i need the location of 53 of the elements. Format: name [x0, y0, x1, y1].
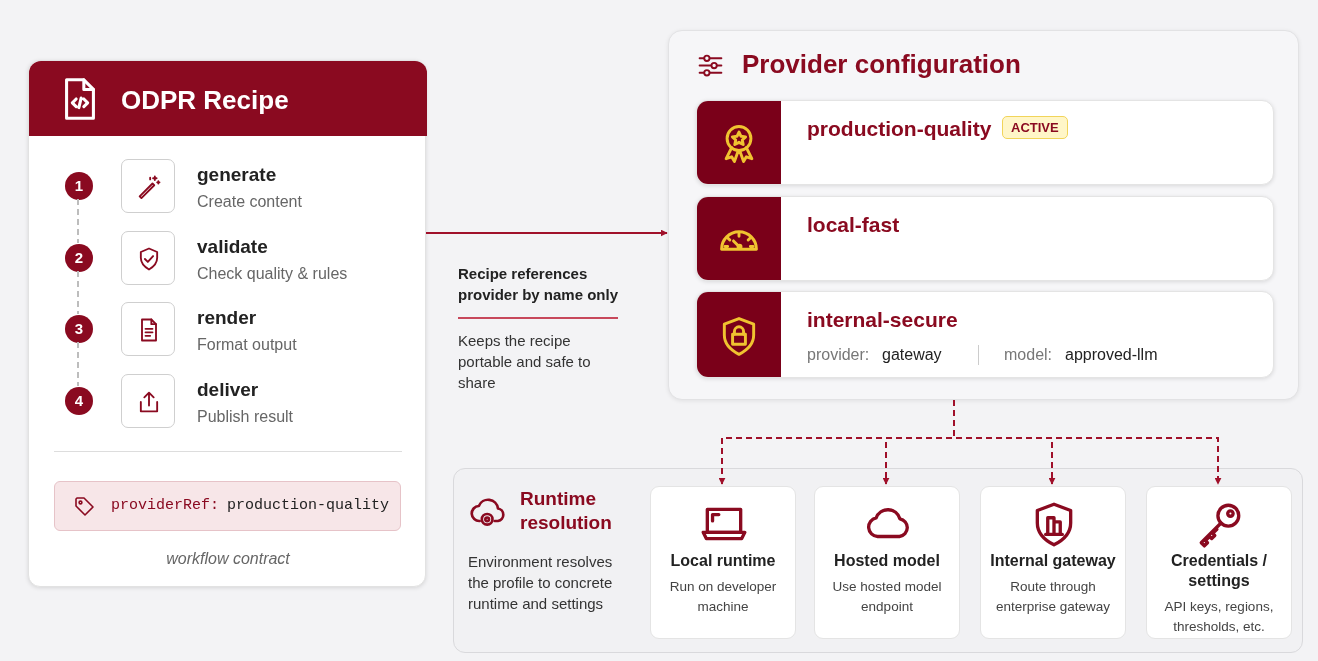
option-card [650, 486, 796, 639]
option-description: API keys, regions, thresholds, etc. [1163, 598, 1275, 636]
recipe-card [28, 60, 426, 587]
option-card [980, 486, 1126, 639]
option-title: Internal gateway [989, 551, 1117, 571]
field-value: approved-llm [1065, 346, 1158, 364]
option-title: Credentials / settings [1170, 551, 1268, 591]
step-number: 2 [65, 244, 93, 272]
profile-name: local-fast [807, 213, 900, 237]
panel-title: Provider configuration [742, 49, 1021, 80]
arrow [953, 399, 1222, 485]
option-title: Hosted model [833, 551, 941, 571]
option-card [1146, 486, 1292, 639]
step-title: validate [197, 236, 268, 258]
provider-card [696, 100, 1274, 185]
profile-name: internal-secure [807, 308, 958, 332]
step-title: generate [197, 164, 277, 186]
step-description: Check quality & rules [197, 265, 348, 283]
option-title: Local runtime [669, 551, 777, 571]
option-card [814, 486, 960, 639]
card-footer-text: workflow contract [165, 550, 291, 568]
field-label: provider: [807, 346, 870, 364]
option-description: Run on developer machine [668, 578, 778, 616]
note-text: Keeps the recipe portable and safe to share [458, 331, 592, 393]
card-title: ODPR Recipe [121, 85, 289, 116]
step-description: Publish result [197, 408, 294, 426]
step-title: render [197, 307, 257, 329]
arrow [425, 229, 668, 237]
option-description: Route through enterprise gateway [994, 578, 1112, 616]
note-heading: Recipe references provider by name only [458, 264, 620, 305]
config-panel [668, 30, 1299, 400]
code-key: providerRef: [111, 497, 220, 514]
provider-card [696, 291, 1274, 378]
step-number: 1 [65, 172, 93, 200]
panel-title: Runtime resolution [520, 487, 613, 535]
profile-name: production-quality [807, 117, 992, 141]
step-number: 4 [65, 387, 93, 415]
code-value: production-quality [227, 497, 390, 514]
step-number: 3 [65, 315, 93, 343]
field-value: gateway [882, 346, 942, 364]
option-description: Use hosted model endpoint [831, 578, 943, 616]
status-badge: ACTIVE [1002, 116, 1068, 139]
connector-line [77, 198, 79, 244]
provider-card [696, 196, 1274, 281]
runtime-panel [453, 468, 1303, 653]
step-title: deliver [197, 379, 259, 401]
panel-description: Environment resolves the profile to concrete runtime and settings [468, 552, 614, 614]
step-description: Create content [197, 193, 302, 211]
field-label: model: [1004, 346, 1053, 364]
provider-ref-field [54, 481, 401, 531]
step-description: Format output [197, 336, 297, 354]
connector-line [77, 341, 79, 387]
connector-line [77, 270, 79, 315]
